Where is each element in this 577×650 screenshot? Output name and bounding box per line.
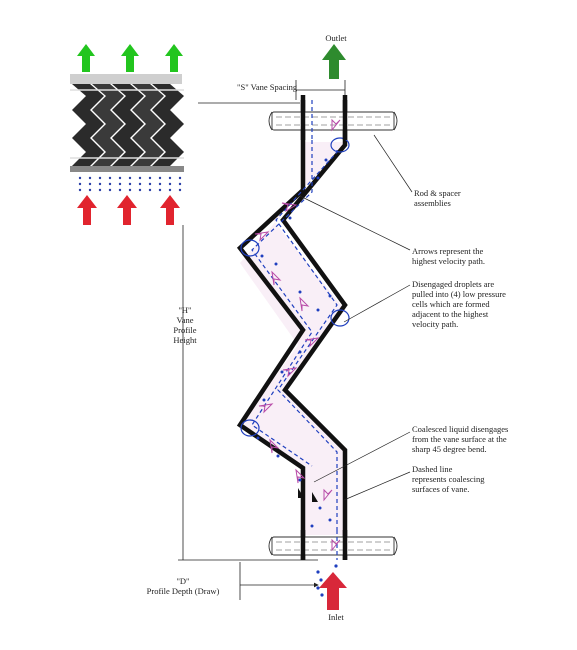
- arrows-velocity-callout: Arrows represent the highest velocity pa…: [412, 246, 485, 266]
- green-up-arrow-icon: [165, 44, 183, 72]
- green-up-arrow-icon: [121, 44, 139, 72]
- outlet-label: Outlet: [325, 33, 347, 43]
- vane-channel: [236, 95, 350, 560]
- s-vane-spacing-label: "S" Vane Spacing: [237, 82, 298, 92]
- red-flow-arrows: [77, 195, 180, 225]
- d-profile-depth-label: "D" Profile Depth (Draw): [146, 576, 220, 596]
- flow-path: [240, 142, 345, 535]
- vane-wall-right: [280, 95, 348, 560]
- rod-spacer-callout: Rod & spacer assemblies: [414, 188, 461, 208]
- green-up-arrow-icon: [77, 44, 95, 72]
- velocity-arrows: [254, 202, 333, 502]
- rod-spacer-bottom: [268, 536, 398, 556]
- dimension-lines: [178, 80, 346, 600]
- disengaged-droplets-callout: Disengaged droplets are pulled into (4) …: [412, 279, 506, 329]
- red-up-arrow-icon: [160, 195, 180, 225]
- vane-pack-image: [70, 44, 184, 225]
- inlet-droplets: [316, 564, 338, 597]
- red-up-arrow-icon: [77, 195, 97, 225]
- dashed-line-callout: Dashed line represents coalescing surfac…: [412, 464, 485, 494]
- coalesced-liquid-callout: Coalesced liquid disengages from the van…: [412, 424, 509, 454]
- outlet-arrow-icon: [322, 44, 346, 79]
- droplets: [256, 158, 332, 528]
- leader-lines: [299, 134, 413, 501]
- green-flow-arrows: [77, 44, 183, 72]
- coalescing-surface-left: [251, 140, 313, 467]
- inlet-label: Inlet: [328, 612, 344, 622]
- drip-droplets: [78, 176, 182, 192]
- red-up-arrow-icon: [117, 195, 137, 225]
- inlet-arrow-icon: [319, 572, 347, 610]
- vane-blades: [70, 74, 184, 172]
- h-vane-profile-height-label: "H" Vane Profile Height: [173, 305, 197, 345]
